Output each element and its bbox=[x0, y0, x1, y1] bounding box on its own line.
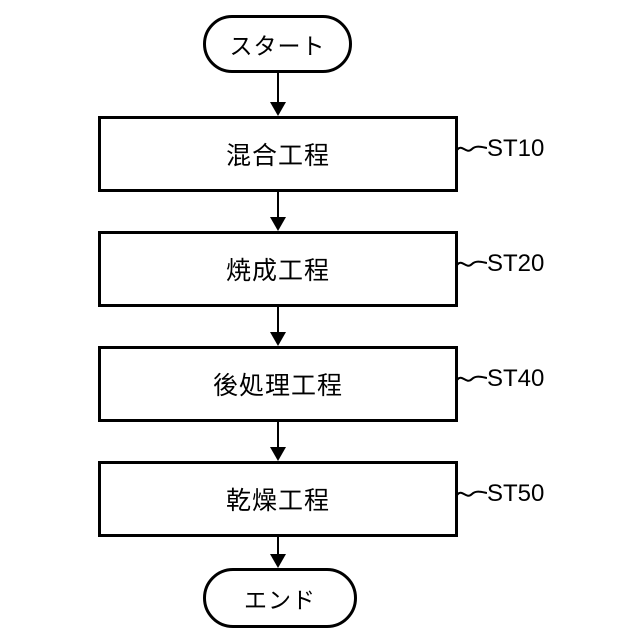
flow-arrow bbox=[270, 72, 286, 116]
start-terminal-label: スタート bbox=[229, 33, 326, 59]
arrow-line bbox=[277, 72, 279, 103]
process-box-drying: 乾燥工程 bbox=[98, 461, 458, 537]
end-terminal-label: エンド bbox=[244, 587, 316, 613]
arrow-head-icon bbox=[270, 102, 286, 116]
wavy-lead-line-icon bbox=[457, 145, 487, 152]
step-tag-label: ST50 bbox=[487, 480, 545, 507]
end-terminal: エンド bbox=[203, 568, 357, 628]
flow-arrow bbox=[270, 421, 286, 461]
arrow-head-icon bbox=[270, 554, 286, 568]
wavy-lead-line-icon bbox=[457, 260, 487, 267]
wavy-lead-line-icon bbox=[457, 375, 487, 382]
process-box-mixing: 混合工程 bbox=[98, 116, 458, 192]
wavy-lead-line-icon bbox=[457, 490, 487, 497]
flow-arrow bbox=[270, 191, 286, 231]
process-box-label: 乾燥工程 bbox=[225, 487, 330, 515]
flow-arrow bbox=[270, 306, 286, 346]
step-tag-label: ST10 bbox=[487, 135, 545, 162]
process-box-label: 後処理工程 bbox=[212, 372, 343, 400]
arrow-head-icon bbox=[270, 447, 286, 461]
flow-arrow bbox=[270, 536, 286, 568]
arrow-line bbox=[277, 306, 279, 333]
step-tag-label: ST40 bbox=[487, 365, 545, 392]
start-terminal: スタート bbox=[203, 15, 352, 73]
process-box-label: 焼成工程 bbox=[225, 257, 330, 285]
arrow-line bbox=[277, 191, 279, 218]
arrow-head-icon bbox=[270, 332, 286, 346]
arrow-line bbox=[277, 421, 279, 448]
arrow-head-icon bbox=[270, 217, 286, 231]
step-tag-label: ST20 bbox=[487, 250, 545, 277]
step-tag-st40: ST40 bbox=[457, 365, 544, 393]
step-tag-st50: ST50 bbox=[457, 480, 544, 508]
arrow-line bbox=[277, 536, 279, 555]
step-tag-st20: ST20 bbox=[457, 250, 544, 278]
process-box-firing: 焼成工程 bbox=[98, 231, 458, 307]
step-tag-st10: ST10 bbox=[457, 135, 544, 163]
process-box-post-treatment: 後処理工程 bbox=[98, 346, 458, 422]
process-box-label: 混合工程 bbox=[225, 142, 330, 170]
